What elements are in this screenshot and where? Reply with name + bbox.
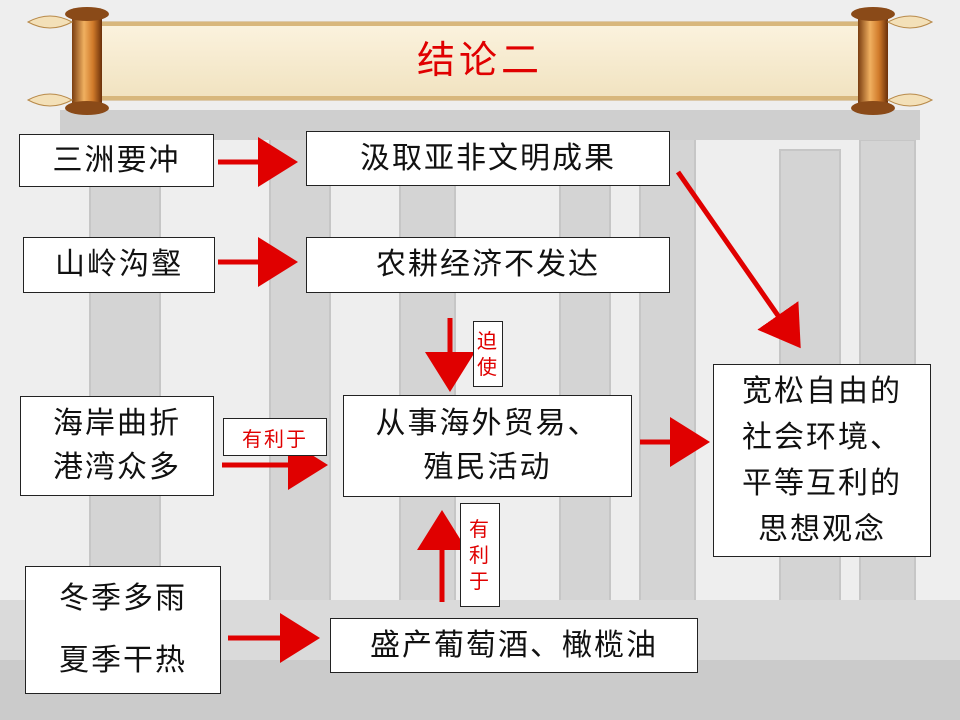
tag-poshi: 迫 使 xyxy=(473,321,503,387)
right-scroll-roll xyxy=(851,7,934,115)
node-shengchan-putaojiu: 盛产葡萄酒、橄榄油 xyxy=(330,618,698,673)
node-kuansong-ziyou: 宽松自由的 社会环境、 平等互利的 思想观念 xyxy=(713,364,931,557)
tag-youliyu-horizontal: 有利于 xyxy=(223,418,327,456)
title-scroll-banner xyxy=(26,7,934,115)
node-nonggeng-jingji: 农耕经济不发达 xyxy=(306,237,670,293)
left-scroll-roll xyxy=(26,7,109,115)
node-haian-quzhe: 海岸曲折 港湾众多 xyxy=(20,396,214,496)
node-jiqu-yafei-wenming: 汲取亚非文明成果 xyxy=(306,131,670,186)
arrow-jiqu-to-kuansong xyxy=(675,170,801,349)
node-congshi-haiwai-maoyi: 从事海外贸易、 殖民活动 xyxy=(343,395,632,497)
slide-title: 结论二 xyxy=(416,38,543,82)
tag-youliyu-vertical: 有 利 于 xyxy=(460,503,500,607)
node-shanling-gouhe: 山岭沟壑 xyxy=(23,237,215,293)
node-dongji-xiaji: 冬季多雨 夏季干热 xyxy=(25,566,221,694)
node-sanzhou-yaochong: 三洲要冲 xyxy=(19,134,214,187)
